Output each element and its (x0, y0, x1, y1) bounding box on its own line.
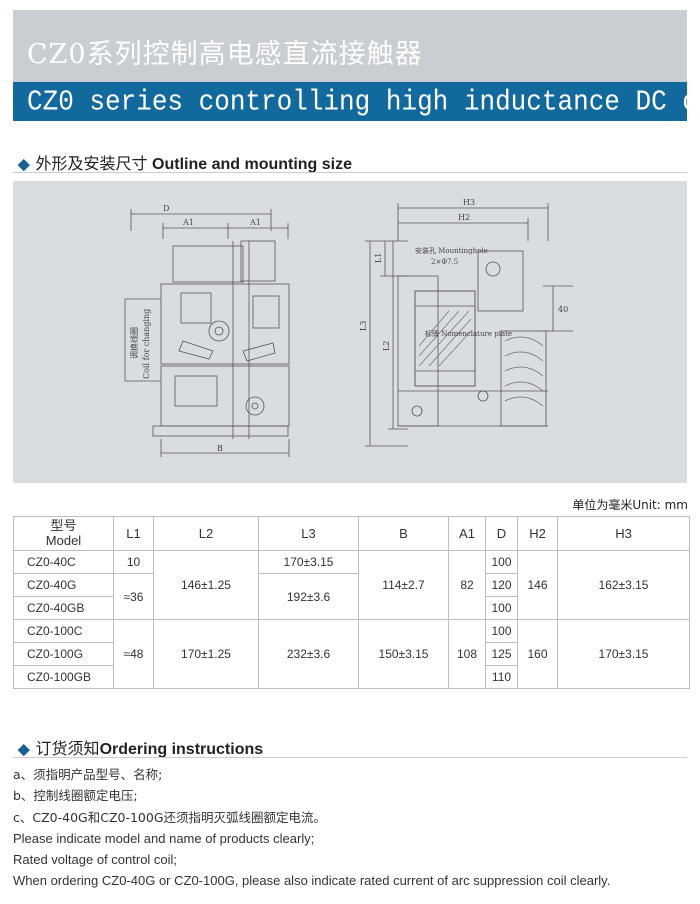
ordering-heading-cn: 订货须知 (35, 739, 100, 758)
outline-drawing: D A1 A1 调换线圈 Coil for changing (13, 181, 687, 483)
cell-H2: 160 (517, 619, 558, 689)
dim-A1-right-label: A1 (249, 218, 261, 227)
cell-model: CZ0-100C (13, 619, 114, 643)
header-A1: A1 (448, 516, 486, 551)
cell-A1: 82 (448, 550, 486, 620)
cell-L3: 170±3.15 (258, 550, 359, 574)
table-row: CZ0-100C ≈48 170±1.25 232±3.6 150±3.15 1… (13, 619, 690, 689)
header-D: D (485, 516, 518, 551)
dim-A1-left-label: A1 (182, 218, 194, 227)
ordering-line: Please indicate model and name of produc… (13, 830, 315, 846)
header-L1: L1 (113, 516, 154, 551)
hole-size-label: 2×Φ7.5 (431, 258, 458, 266)
coil-label-en: Coil for changing (142, 309, 151, 379)
outline-heading-cn: 外形及安装尺寸 (35, 154, 148, 173)
header-model: 型号 Model (13, 516, 114, 551)
cell-L2: 170±1.25 (153, 619, 259, 689)
cell-A1: 108 (448, 619, 486, 689)
header-L3: L3 (258, 516, 359, 551)
cell-D: 110 (485, 665, 518, 689)
header-B: B (358, 516, 449, 551)
dim-L3-label: L3 (359, 321, 368, 331)
outline-heading-en: Outline and mounting size (152, 156, 353, 173)
cell-D: 100 (485, 596, 518, 620)
cell-model: CZ0-40C (13, 550, 114, 574)
page-title-cn: CZ0系列控制高电感直流接触器 (27, 39, 423, 70)
dimension-table: 型号 Model L1 L2 L3 B A1 D H2 H3 CZ0-40C 1… (13, 516, 690, 689)
cell-B: 114±2.7 (358, 550, 449, 620)
ordering-line: Rated voltage of control coil; (13, 852, 178, 868)
mounting-hole-label: 安装孔 Mountinghole (415, 246, 488, 255)
cell-D: 100 (485, 619, 518, 643)
dim-40-label: 40 (558, 305, 568, 314)
ordering-line: b、控制线圈额定电压; (13, 788, 138, 804)
page-title-en: CZ0 series controlling high inductance D… (27, 85, 687, 119)
cell-H2: 146 (517, 550, 558, 620)
dim-B-label: B (217, 444, 223, 453)
cell-D: 125 (485, 642, 518, 666)
dim-D-label: D (163, 204, 169, 213)
header-H3: H3 (557, 516, 690, 551)
outline-heading: ◆ 外形及安装尺寸 Outline and mounting size (18, 150, 352, 174)
cell-model: CZ0-100G (13, 642, 114, 666)
diamond-bullet-icon: ◆ (18, 156, 30, 173)
cell-L3: 192±3.6 (258, 573, 359, 620)
dim-L2-label: L2 (382, 341, 391, 351)
cell-model: CZ0-40G (13, 573, 114, 597)
dim-H3-label: H3 (463, 198, 475, 207)
cell-D: 120 (485, 573, 518, 597)
cell-B: 150±3.15 (358, 619, 449, 689)
title-banner-cn: CZ0系列控制高电感直流接触器 (13, 10, 687, 82)
dim-L1-label: L1 (374, 253, 383, 263)
cell-L3: 232±3.6 (258, 619, 359, 689)
cell-model: CZ0-100GB (13, 665, 114, 689)
unit-label: 单位为毫米Unit: mm (572, 498, 688, 512)
cell-H3: 162±3.15 (557, 550, 690, 620)
cell-D: 100 (485, 550, 518, 574)
ordering-heading: ◆ 订货须知Ordering instructions (18, 735, 263, 759)
cell-L1: ≈36 (113, 573, 154, 620)
section-divider (13, 172, 687, 173)
nameplate-label: 标牌 Nomenclature plate (425, 329, 512, 338)
table-row: CZ0-100GB 110 (13, 665, 690, 689)
ordering-line: a、须指明产品型号、名称; (13, 767, 163, 782)
table-row: CZ0-40C 10 146±1.25 170±3.15 114±2.7 82 … (13, 550, 690, 620)
ordering-heading-en: Ordering instructions (99, 741, 264, 758)
cell-L2: 146±1.25 (153, 550, 259, 620)
diamond-bullet-icon: ◆ (18, 741, 30, 758)
cell-model: CZ0-40GB (13, 596, 114, 620)
dim-H2-label: H2 (458, 213, 470, 222)
ordering-list: a、须指明产品型号、名称; b、控制线圈额定电压; c、CZ0-40G和CZ0-… (13, 764, 610, 892)
table-row: CZ0-40GB 100 (13, 596, 690, 620)
cell-L1: 10 (113, 550, 154, 574)
section-divider (13, 757, 687, 758)
cell-H3: 170±3.15 (557, 619, 690, 689)
header-model-cn: 型号 (50, 518, 77, 533)
cell-L1: ≈48 (113, 619, 154, 689)
drawing-svg: D A1 A1 调换线圈 Coil for changing (124, 198, 573, 457)
table-header-row: 型号 Model L1 L2 L3 B A1 D H2 H3 (13, 516, 690, 551)
header-L2: L2 (153, 516, 259, 551)
title-banner-en: CZ0 series controlling high inductance D… (13, 82, 687, 121)
header-model-en: Model (45, 533, 82, 548)
ordering-line: c、CZ0-40G和CZ0-100G还须指明灭弧线圈额定电流。 (13, 809, 327, 825)
header-H2: H2 (517, 516, 558, 551)
coil-label-cn: 调换线圈 (129, 327, 139, 359)
ordering-line: When ordering CZ0-40G or CZ0-100G, pleas… (13, 873, 611, 889)
